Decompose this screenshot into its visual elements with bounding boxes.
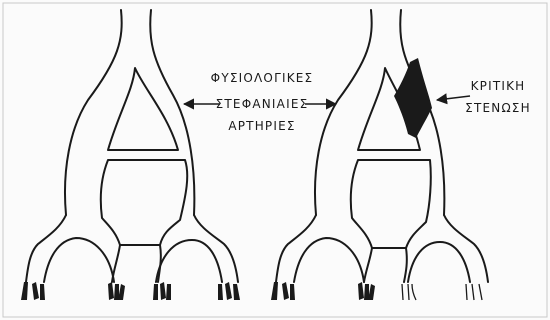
normal-label-line1: ΦΥΣΙΟΛΟΓΙΚΕΣ — [211, 71, 314, 85]
stenosis-label-line1: ΚΡΙΤΙΚΗ — [471, 79, 526, 93]
normal-label-group: ΦΥΣΙΟΛΟΓΙΚΕΣ ΣΤΕΦΑΝΙΑΙΕΣ ΑΡΤΗΡΙΕΣ — [184, 71, 336, 133]
stenosis-arteries-illustration — [276, 10, 488, 282]
normal-label-line3: ΑΡΤΗΡΙΕΣ — [228, 119, 295, 133]
stenosis-label-group: ΚΡΙΤΙΚΗ ΣΤΕΝΩΣΗ — [437, 79, 531, 115]
normal-terminal-branches — [21, 282, 240, 300]
normal-lower-island — [101, 160, 187, 245]
arrow-stenosis — [437, 96, 470, 100]
stenosis-terminal-branches — [271, 282, 482, 300]
normal-arteries-illustration — [26, 10, 238, 282]
diagram-frame — [3, 3, 547, 317]
critical-stenosis-lesion — [394, 58, 432, 138]
stenosis-lower-island — [351, 160, 431, 248]
stenosis-label-line2: ΣΤΕΝΩΣΗ — [465, 101, 531, 115]
normal-label-line2: ΣΤΕΦΑΝΙΑΙΕΣ — [216, 97, 309, 111]
normal-upper-triangle — [108, 68, 178, 150]
